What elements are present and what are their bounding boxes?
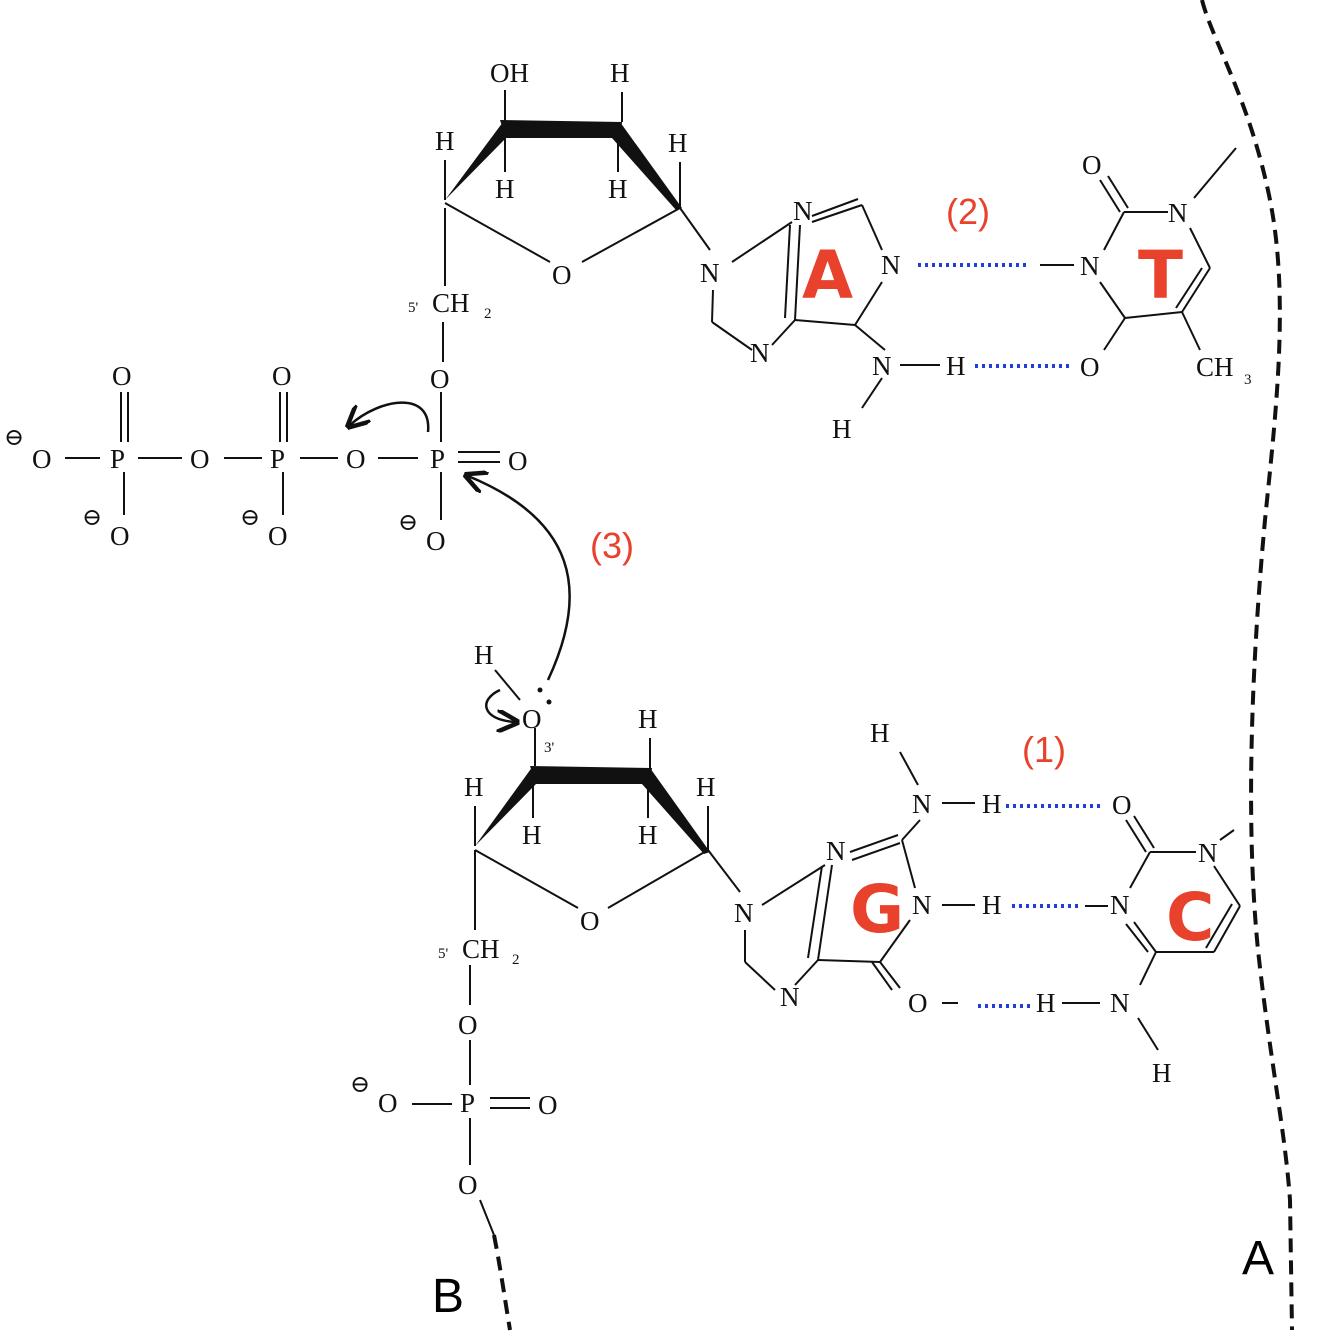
oxygen-14: O — [458, 1170, 478, 1200]
hydrogen-7: H — [464, 772, 484, 802]
base-label-adenine: A — [802, 237, 853, 314]
oxygen-4: O — [190, 444, 210, 474]
minus-charge-5: ⊖ — [350, 1072, 370, 1098]
oxygen-5: O — [272, 361, 292, 391]
ch2-lower-subscript: 2 — [512, 952, 520, 968]
step-label-2: (2) — [946, 191, 990, 232]
hydrogen-2: H — [435, 126, 455, 156]
minus-charge-3: ⊖ — [240, 505, 260, 531]
strand-label-a: A — [1242, 1232, 1274, 1285]
lone-pair-dot-1 — [537, 687, 543, 693]
thymine-n1: N — [1168, 198, 1188, 228]
oxygen-1: O — [32, 444, 52, 474]
minus-charge-1: ⊖ — [4, 425, 24, 451]
hydrogen-3: H — [668, 128, 688, 158]
thymine-o2: O — [1082, 150, 1102, 180]
base-label-thymine: T — [1138, 237, 1183, 314]
guanine-amine-n: N — [912, 789, 932, 819]
oxygen-3: O — [110, 521, 130, 551]
label-5prime-lower: 5' — [438, 946, 449, 962]
thymine-n3: N — [1080, 251, 1100, 281]
oxygen-9: O — [426, 526, 446, 556]
thymine-o4: O — [1080, 352, 1100, 382]
thymine-methyl-subscript: 3 — [1244, 372, 1252, 388]
ch2-upper: CH — [432, 288, 470, 318]
annotation-labels: A T G C (2) (3) (1) A B — [432, 191, 1274, 1323]
label-3prime-lower: 3' — [544, 740, 555, 756]
bond-network — [65, 0, 1294, 1331]
adenine-amine-h2: H — [832, 414, 852, 444]
phosphorus-alpha: P — [430, 444, 445, 474]
lone-pair-dot-2 — [546, 699, 552, 705]
oxygen-3prime-nucleophile: O — [522, 704, 542, 734]
guanine-amine-h: H — [870, 718, 890, 748]
minus-charge-4: ⊖ — [398, 510, 418, 536]
base-label-cytosine: C — [1166, 879, 1214, 956]
base-label-guanine: G — [850, 871, 904, 948]
oxygen-2: O — [112, 361, 132, 391]
cytosine-n1: N — [1198, 838, 1218, 868]
atom-labels: ⊖ O P O ⊖ O O P O ⊖ O O P O ⊖ O O OH H 3… — [4, 58, 1252, 1200]
thymine-methyl: CH — [1196, 352, 1234, 382]
adenine-amine-h: H — [946, 351, 966, 381]
oxygen-12: O — [378, 1088, 398, 1118]
ch2-lower: CH — [462, 934, 500, 964]
ch2-upper-subscript: 2 — [484, 306, 492, 322]
oxygen-6: O — [268, 521, 288, 551]
oxygen-11: O — [458, 1010, 478, 1040]
oxygen-ring-lower: O — [580, 906, 600, 936]
oxygen-ring-upper: O — [552, 260, 572, 290]
adenine-n1: N — [881, 250, 901, 280]
step-label-3: (3) — [590, 525, 634, 566]
guanine-n7: N — [826, 836, 846, 866]
strand-label-b: B — [432, 1270, 464, 1323]
adenine-n7: N — [793, 196, 813, 226]
label-5prime-upper: 5' — [408, 300, 419, 316]
guanine-n1-h: H — [982, 890, 1002, 920]
hydrogen-6: H — [638, 704, 658, 734]
phosphorus-beta: P — [270, 444, 285, 474]
hydrogen-nucleophile: H — [474, 640, 494, 670]
guanine-n1: N — [912, 890, 932, 920]
hydrogen-8: H — [696, 772, 716, 802]
phosphorus-gamma: P — [110, 444, 125, 474]
oxygen-8: O — [508, 446, 528, 476]
hydrogen-9: H — [522, 820, 542, 850]
guanine-n9: N — [734, 898, 754, 928]
cytosine-amine-h2: H — [1152, 1058, 1172, 1088]
oxygen-7: O — [346, 444, 366, 474]
adenine-n3: N — [750, 338, 770, 368]
hydrogen-4: H — [495, 174, 515, 204]
step-label-1: (1) — [1022, 729, 1066, 770]
cytosine-amine-n: N — [1110, 988, 1130, 1018]
oxygen-10: O — [430, 364, 450, 394]
cytosine-n3: N — [1110, 890, 1130, 920]
cytosine-amine-h: H — [1036, 988, 1056, 1018]
label-3prime-upper: 3' — [515, 122, 526, 138]
guanine-amine-h2: H — [982, 789, 1002, 819]
hydrogen-5: H — [608, 174, 628, 204]
adenine-amine-n: N — [872, 351, 892, 381]
adenine-n9: N — [700, 258, 720, 288]
guanine-n3: N — [780, 982, 800, 1012]
hydrogen-10: H — [638, 820, 658, 850]
hydrogen-1: H — [610, 58, 630, 88]
oxygen-13: O — [538, 1090, 558, 1120]
minus-charge-2: ⊖ — [82, 505, 102, 531]
cytosine-o2: O — [1112, 790, 1132, 820]
guanine-o6: O — [908, 988, 928, 1018]
hydroxyl-3prime: OH — [490, 58, 529, 88]
phosphorus-lower: P — [460, 1088, 475, 1118]
